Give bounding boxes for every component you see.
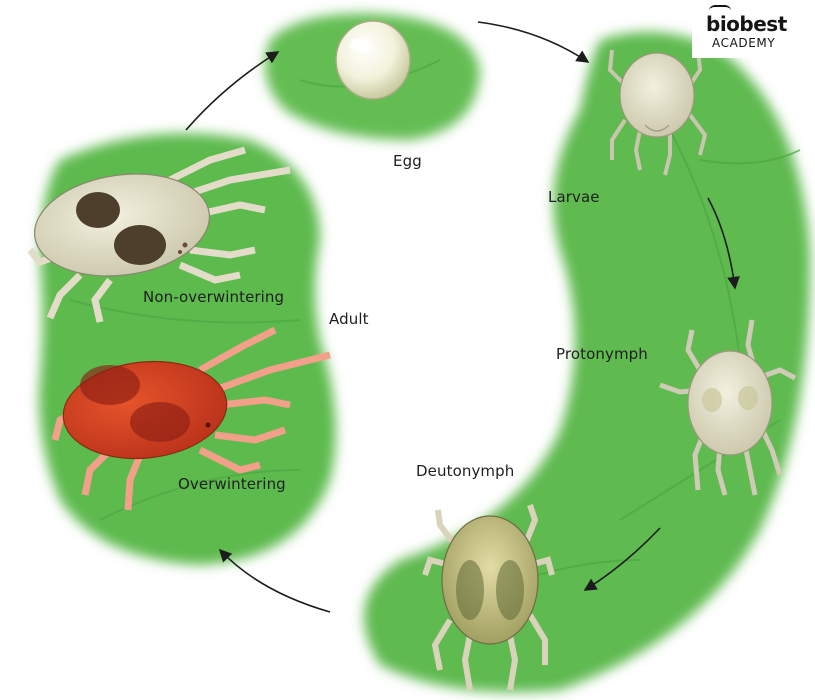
deutonymph-label: Deutonymph	[416, 462, 514, 480]
non-overwintering-label: Non-overwintering	[143, 288, 284, 306]
overwintering-label: Overwintering	[178, 475, 286, 493]
logo-brand: biobest	[706, 12, 787, 36]
leaf-background	[39, 14, 810, 693]
biobest-academy-logo: biobest ACADEMY	[692, 0, 815, 58]
adult-label: Adult	[329, 310, 369, 328]
egg-icon	[336, 21, 410, 99]
larvae-label: Larvae	[548, 188, 600, 206]
protonymph-label: Protonymph	[556, 345, 648, 363]
egg-label: Egg	[393, 152, 422, 170]
arrow-icon	[186, 52, 278, 130]
arrow-icon	[478, 22, 588, 62]
logo-subtitle: ACADEMY	[712, 36, 775, 50]
